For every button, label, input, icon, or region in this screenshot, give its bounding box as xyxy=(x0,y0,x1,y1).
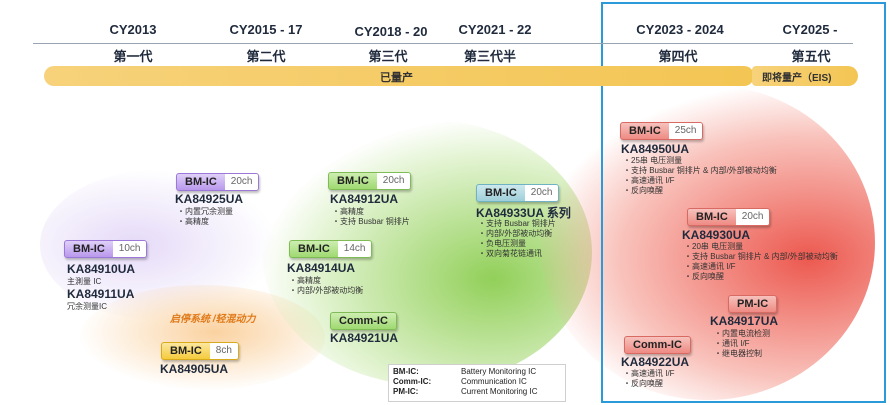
part-ka84917ua: KA84917UA xyxy=(710,314,779,328)
upcoming-production-label: 即将量产（EIS) xyxy=(762,73,832,84)
mass-production-bar xyxy=(44,66,754,86)
generation-label: 第三代 xyxy=(368,49,408,64)
year-label: CY2025 - xyxy=(782,22,838,37)
year-label: CY2015 - 17 xyxy=(229,22,303,37)
part-ka84911ua: KA84911UA xyxy=(67,287,135,301)
part-ka84917ua-features: ・内置电流检测・通讯 I/F ・继电器控制 xyxy=(714,329,770,358)
generation-label: 第一代 xyxy=(113,49,153,64)
legend-entry: PM-IC:Current Monitoring IC xyxy=(393,387,538,396)
generation-label: 第四代 xyxy=(658,49,698,64)
part-ka84933ua-series: KA84933UA 系列 xyxy=(476,206,571,220)
generation-label: 第五代 xyxy=(791,49,831,64)
part-ka84925ua: KA84925UA xyxy=(175,192,244,206)
mass-production-label: 已量产 xyxy=(380,72,413,84)
comm-ic-chip: Comm-IC xyxy=(330,312,397,330)
part-ka84950ua: KA84950UA xyxy=(621,142,690,156)
timeline-divider xyxy=(33,43,853,44)
part-ka84930ua: KA84930UA xyxy=(682,228,751,242)
part-ka84922ua: KA84922UA xyxy=(621,355,690,369)
legend: BM-IC:Battery Monitoring IC Comm-IC:Comm… xyxy=(388,364,566,402)
generation-label: 第三代半 xyxy=(463,49,516,64)
part-ka84910ua: KA84910UA xyxy=(67,262,136,276)
part-ka84912ua-features: ・高精度・支持 Busbar 铜排片 xyxy=(332,207,410,226)
legend-entry: BM-IC:Battery Monitoring IC xyxy=(393,367,537,376)
generation-label: 第二代 xyxy=(246,49,286,64)
part-ka84911ua-feature: 冗余测量IC xyxy=(67,302,107,311)
part-ka84914ua: KA84914UA xyxy=(287,261,356,275)
part-ka84930ua-features: ・20串 电压测量・支持 Busbar 铜排片 & 内部/外部被动均衡 ・高速通… xyxy=(684,242,838,281)
part-ka84910ua-feature: 主測量 IC xyxy=(67,277,102,286)
year-label: CY2013 xyxy=(109,22,157,37)
part-ka84921ua: KA84921UA xyxy=(330,331,399,345)
year-label: CY2021 - 22 xyxy=(458,22,532,37)
part-ka84914ua-features: ・高精度・内部/外部被动均衡 xyxy=(289,276,364,295)
comm-ic-chip: Comm-IC xyxy=(624,336,691,354)
upcoming-production-bar xyxy=(752,66,858,86)
year-label: CY2018 - 20 xyxy=(354,24,428,39)
year-label: CY2023 - 2024 xyxy=(636,22,724,37)
part-ka84950ua-features: ・25串 电压测量・支持 Busbar 铜排片 & 内部/外部被动均衡 ・高速通… xyxy=(623,156,777,195)
part-ka84922ua-features: ・高速通讯 I/F・反向唤醒 xyxy=(623,369,675,388)
legend-entry: Comm-IC:Communication IC xyxy=(393,377,527,386)
part-ka84905ua: KA84905UA xyxy=(160,362,229,376)
red-region xyxy=(540,85,875,400)
part-ka84933ua-features: ・支持 Busbar 铜排片・内部/外部被动均衡 ・负电压测量・双向菊花链通讯 xyxy=(478,219,556,258)
pm-ic-chip: PM-IC xyxy=(728,295,778,313)
start-stop-mild-hybrid-label: 启停系统 /轻混动力 xyxy=(170,314,256,325)
part-ka84912ua: KA84912UA xyxy=(330,192,399,206)
part-ka84925ua-features: ・内置冗余测量・高精度 xyxy=(177,207,233,226)
future-generation-highlight xyxy=(601,2,886,403)
